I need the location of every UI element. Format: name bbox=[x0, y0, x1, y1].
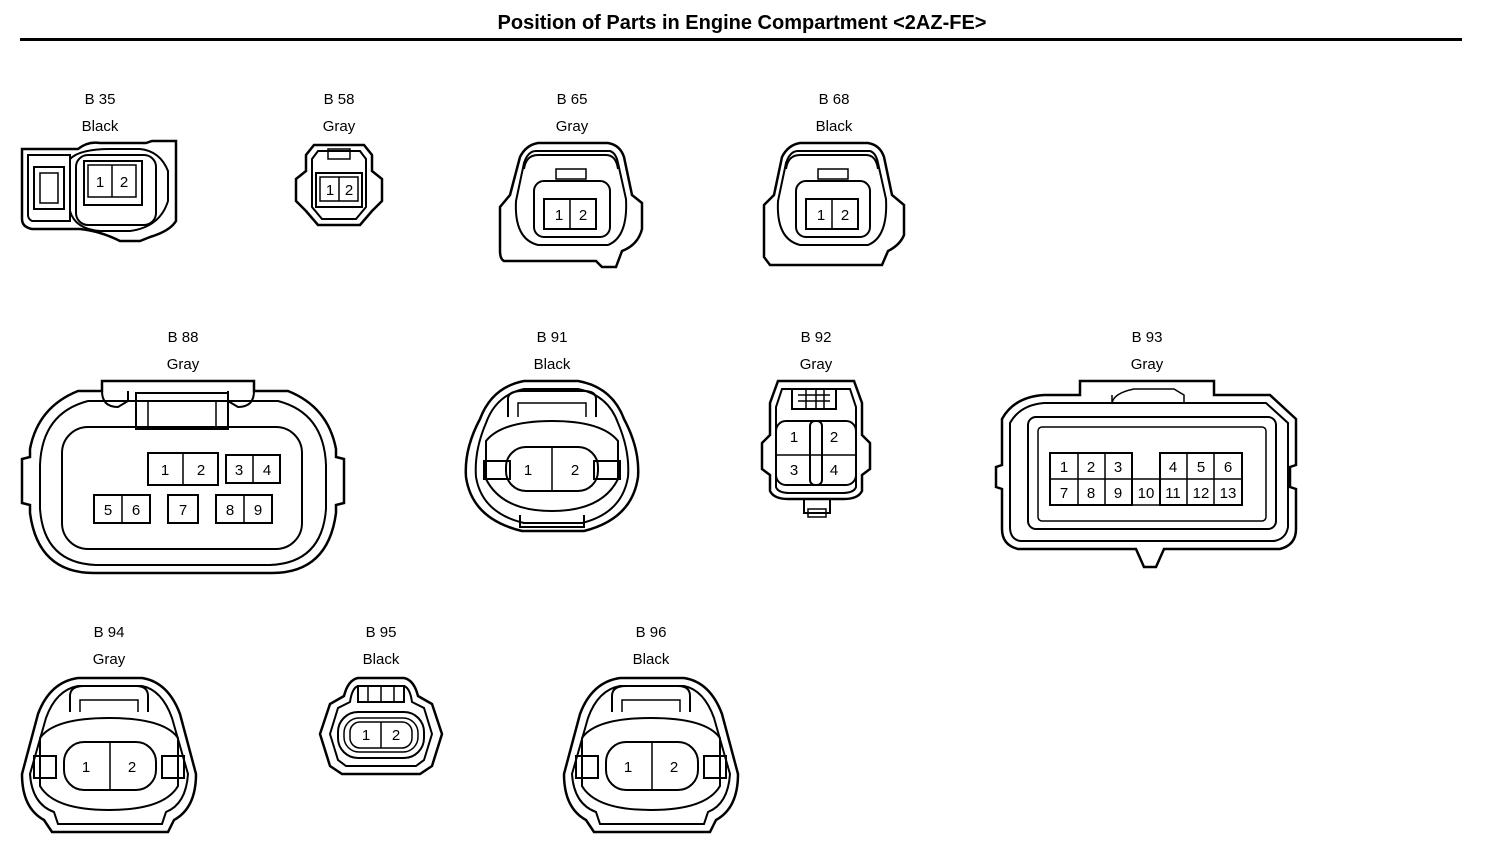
pin-label: 1 bbox=[362, 727, 370, 744]
pin-label: 11 bbox=[1165, 485, 1181, 502]
pin-label: 2 bbox=[571, 462, 579, 479]
pin-label: 2 bbox=[670, 759, 678, 776]
pin-label: 3 bbox=[1114, 459, 1122, 476]
connector-b92: B 92 Gray 1 2 3 4 bbox=[758, 329, 874, 529]
pin-label: 4 bbox=[263, 462, 271, 479]
pin-label: 1 bbox=[161, 462, 169, 479]
pin-label: 7 bbox=[179, 502, 187, 519]
pin-label: 1 bbox=[96, 174, 104, 191]
pin-label: 1 bbox=[1060, 459, 1068, 476]
connector-color: Black bbox=[362, 651, 400, 668]
connector-b95-drawing: 1 2 bbox=[318, 676, 444, 776]
connector-code: B 95 bbox=[365, 624, 397, 641]
pin-label: 2 bbox=[830, 429, 838, 446]
title-rule bbox=[20, 38, 1462, 41]
connector-b96: B 96 Black 1 2 bbox=[560, 624, 742, 840]
pin-label: 5 bbox=[1197, 459, 1205, 476]
connector-b68-drawing: 1 2 bbox=[762, 141, 906, 267]
connector-b91-drawing: 1 2 bbox=[464, 379, 640, 533]
connector-b91: B 91 Black 1 2 bbox=[462, 329, 642, 544]
page-title: Position of Parts in Engine Compartment … bbox=[497, 12, 987, 34]
connector-b88-drawing: 1 2 3 4 5 6 7 8 9 bbox=[20, 379, 346, 575]
pin-label: 2 bbox=[128, 759, 136, 776]
connector-b68: B 68 Black 1 2 bbox=[760, 91, 908, 276]
pin-label: 1 bbox=[817, 207, 825, 224]
connector-code: B 58 bbox=[323, 91, 355, 108]
pin-label: 12 bbox=[1193, 485, 1210, 502]
pin-label: 1 bbox=[524, 462, 532, 479]
pin-label: 10 bbox=[1138, 485, 1155, 502]
pin-label: 13 bbox=[1220, 485, 1237, 502]
connector-b58: B 58 Gray 1 2 bbox=[294, 91, 384, 236]
connector-code: B 96 bbox=[635, 624, 667, 641]
pin-label: 2 bbox=[197, 462, 205, 479]
connector-b93-drawing: 1 2 3 4 5 6 7 8 9 10 11 12 13 bbox=[994, 379, 1298, 569]
connector-b88: B 88 Gray 1 2 3 4 5 6 7 8 9 bbox=[18, 329, 348, 579]
pin-label: 2 bbox=[1087, 459, 1095, 476]
pin-label: 2 bbox=[841, 207, 849, 224]
connector-b65-drawing: 1 2 bbox=[498, 141, 644, 269]
connector-color: Black bbox=[533, 356, 571, 373]
pin-label: 3 bbox=[235, 462, 243, 479]
connector-color: Gray bbox=[166, 356, 200, 373]
connector-b96-drawing: 1 2 bbox=[562, 676, 740, 834]
connector-code: B 93 bbox=[1131, 329, 1163, 346]
pin-label: 4 bbox=[1169, 459, 1177, 476]
connector-b95: B 95 Black 1 2 bbox=[314, 624, 448, 784]
connector-color: Gray bbox=[555, 118, 589, 135]
pin-label: 1 bbox=[326, 182, 334, 199]
pin-label: 9 bbox=[254, 502, 262, 519]
pin-label: 2 bbox=[120, 174, 128, 191]
connector-color: Gray bbox=[799, 356, 833, 373]
pin-label: 1 bbox=[790, 429, 798, 446]
pin-label: 1 bbox=[82, 759, 90, 776]
connector-color: Gray bbox=[92, 651, 126, 668]
pin-label: 6 bbox=[1224, 459, 1232, 476]
connector-b35: B 35 Black 1 2 bbox=[20, 91, 180, 251]
connector-color: Black bbox=[632, 651, 670, 668]
connector-b93: B 93 Gray 1 2 3 4 5 6 7 8 9 10 11 12 13 bbox=[994, 329, 1300, 574]
pin-label: 5 bbox=[104, 502, 112, 519]
connector-color: Black bbox=[81, 118, 119, 135]
connector-code: B 68 bbox=[818, 91, 850, 108]
pin-label: 2 bbox=[579, 207, 587, 224]
pin-label: 9 bbox=[1114, 485, 1122, 502]
connector-b92-drawing: 1 2 3 4 bbox=[760, 379, 872, 518]
connector-b35-drawing: 1 2 bbox=[20, 139, 178, 243]
pin-label: 2 bbox=[345, 182, 353, 199]
connector-b65: B 65 Gray 1 2 bbox=[498, 91, 646, 276]
connector-color: Gray bbox=[322, 118, 356, 135]
pin-label: 8 bbox=[226, 502, 234, 519]
connector-code: B 91 bbox=[536, 329, 568, 346]
pin-label: 1 bbox=[624, 759, 632, 776]
connector-b94-drawing: 1 2 bbox=[20, 676, 198, 834]
connector-color: Black bbox=[815, 118, 853, 135]
pin-label: 8 bbox=[1087, 485, 1095, 502]
connector-code: B 35 bbox=[84, 91, 116, 108]
connector-code: B 94 bbox=[93, 624, 125, 641]
pin-label: 1 bbox=[555, 207, 563, 224]
connector-color: Gray bbox=[1130, 356, 1164, 373]
connector-code: B 88 bbox=[167, 329, 199, 346]
connector-b94: B 94 Gray 1 2 bbox=[18, 624, 200, 840]
pin-label: 7 bbox=[1060, 485, 1068, 502]
pin-label: 3 bbox=[790, 462, 798, 479]
pin-label: 4 bbox=[830, 462, 838, 479]
pin-label: 2 bbox=[392, 727, 400, 744]
connector-code: B 65 bbox=[556, 91, 588, 108]
connector-code: B 92 bbox=[800, 329, 832, 346]
pin-label: 6 bbox=[132, 502, 140, 519]
connector-b58-drawing: 1 2 bbox=[294, 143, 384, 227]
